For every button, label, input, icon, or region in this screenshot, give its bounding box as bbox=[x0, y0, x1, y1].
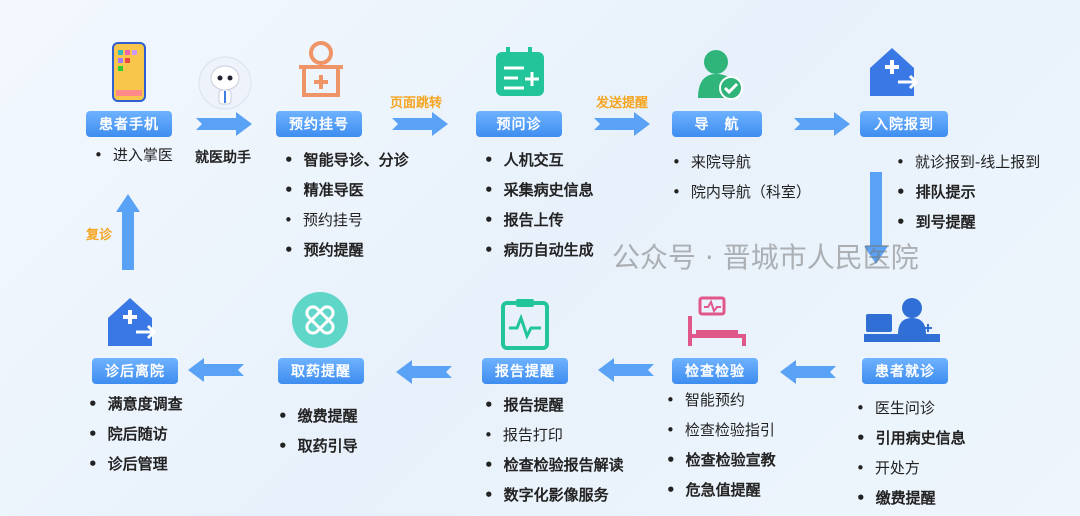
discharge-house-icon bbox=[108, 298, 157, 346]
list-item: 诊后管理 bbox=[88, 449, 183, 479]
arrow-up-icon bbox=[116, 194, 140, 270]
list-item: 缴费提醒 bbox=[278, 401, 358, 431]
list-item: 智能预约 bbox=[666, 385, 776, 415]
assistant-label: 就医助手 bbox=[195, 150, 251, 166]
list-item: 精准导医 bbox=[284, 175, 409, 205]
step-examination: 检查检验 bbox=[672, 358, 758, 384]
list-item: 检查检验报告解读 bbox=[484, 450, 624, 480]
step-discharge: 诊后离院 bbox=[92, 358, 178, 384]
list-medicine: 缴费提醒取药引导 bbox=[278, 401, 358, 461]
list-report: 报告提醒报告打印检查检验报告解读数字化影像服务 bbox=[484, 390, 624, 510]
list-item: 预约提醒 bbox=[284, 235, 409, 265]
arrow-down-icon bbox=[864, 172, 888, 264]
pre-consultation-icon bbox=[496, 47, 544, 96]
list-item: 报告上传 bbox=[484, 205, 594, 235]
list-check-in: 就诊报到-线上报到排队提示到号提醒 bbox=[896, 147, 1040, 237]
list-item: 报告提醒 bbox=[484, 390, 624, 420]
list-item: 预约挂号 bbox=[284, 205, 409, 235]
list-item: 数字化影像服务 bbox=[484, 480, 624, 510]
list-examination: 智能预约检查检验指引检查检验宣教危急值提醒 bbox=[666, 385, 776, 505]
list-item: 取药引导 bbox=[278, 431, 358, 461]
list-item: 危急值提醒 bbox=[666, 475, 776, 505]
assistant-robot-icon bbox=[198, 56, 252, 110]
list-patient-phone: 进入掌医 bbox=[94, 140, 173, 170]
arrow-right-icon bbox=[794, 112, 850, 136]
step-patient-phone: 患者手机 bbox=[86, 111, 172, 137]
list-item: 病历自动生成 bbox=[484, 235, 594, 265]
list-item: 进入掌医 bbox=[94, 140, 173, 170]
arrow-right-icon bbox=[196, 112, 252, 136]
list-item: 采集病史信息 bbox=[484, 175, 594, 205]
list-item: 检查检验宣教 bbox=[666, 445, 776, 475]
arrow-right-icon bbox=[594, 112, 650, 136]
send-reminder-label: 发送提醒 bbox=[596, 96, 649, 111]
list-navigation: 来院导航院内导航（科室） bbox=[672, 147, 811, 207]
list-appointment: 智能导诊、分诊精准导医预约挂号预约提醒 bbox=[284, 145, 409, 265]
list-pre-consultation: 人机交互采集病史信息报告上传病历自动生成 bbox=[484, 145, 594, 265]
doctor-desk-icon bbox=[864, 298, 940, 342]
step-check-in: 入院报到 bbox=[860, 111, 948, 137]
arrow-left-icon bbox=[598, 358, 654, 382]
list-item: 检查检验指引 bbox=[666, 415, 776, 445]
list-item: 报告打印 bbox=[484, 420, 624, 450]
check-in-house-icon bbox=[870, 48, 919, 96]
revisit-label: 复诊 bbox=[86, 228, 113, 243]
medicine-pill-icon bbox=[292, 292, 348, 348]
list-item: 智能导诊、分诊 bbox=[284, 145, 409, 175]
list-consultation: 医生问诊引用病史信息开处方缴费提醒 bbox=[856, 393, 966, 513]
list-item: 院后随访 bbox=[88, 419, 183, 449]
list-item: 满意度调查 bbox=[88, 389, 183, 419]
step-medicine: 取药提醒 bbox=[278, 358, 364, 384]
arrow-right-icon bbox=[392, 112, 448, 136]
list-item: 缴费提醒 bbox=[856, 483, 966, 513]
registration-icon bbox=[299, 41, 343, 97]
list-item: 到号提醒 bbox=[896, 207, 1040, 237]
step-consultation: 患者就诊 bbox=[862, 358, 948, 384]
list-item: 来院导航 bbox=[672, 147, 811, 177]
step-pre-consultation: 预问诊 bbox=[476, 111, 562, 137]
step-appointment: 预约挂号 bbox=[276, 111, 362, 137]
watermark: 公众号 · 晋城市人民医院 bbox=[612, 241, 919, 274]
arrow-left-icon bbox=[780, 360, 836, 384]
arrow-left-icon bbox=[188, 358, 244, 382]
list-item: 院内导航（科室） bbox=[672, 177, 811, 207]
step-navigation: 导 航 bbox=[672, 111, 762, 137]
navigation-user-icon bbox=[698, 50, 743, 100]
list-item: 医生问诊 bbox=[856, 393, 966, 423]
list-discharge: 满意度调查院后随访诊后管理 bbox=[88, 389, 183, 479]
phone-icon bbox=[112, 42, 146, 102]
list-item: 排队提示 bbox=[896, 177, 1040, 207]
list-item: 人机交互 bbox=[484, 145, 594, 175]
step-report: 报告提醒 bbox=[482, 358, 568, 384]
list-item: 引用病史信息 bbox=[856, 423, 966, 453]
list-item: 开处方 bbox=[856, 453, 966, 483]
page-jump-label: 页面跳转 bbox=[390, 96, 443, 111]
list-item: 就诊报到-线上报到 bbox=[896, 147, 1040, 177]
examination-bed-icon bbox=[688, 296, 746, 346]
report-clipboard-icon bbox=[501, 299, 549, 350]
arrow-left-icon bbox=[396, 360, 452, 384]
